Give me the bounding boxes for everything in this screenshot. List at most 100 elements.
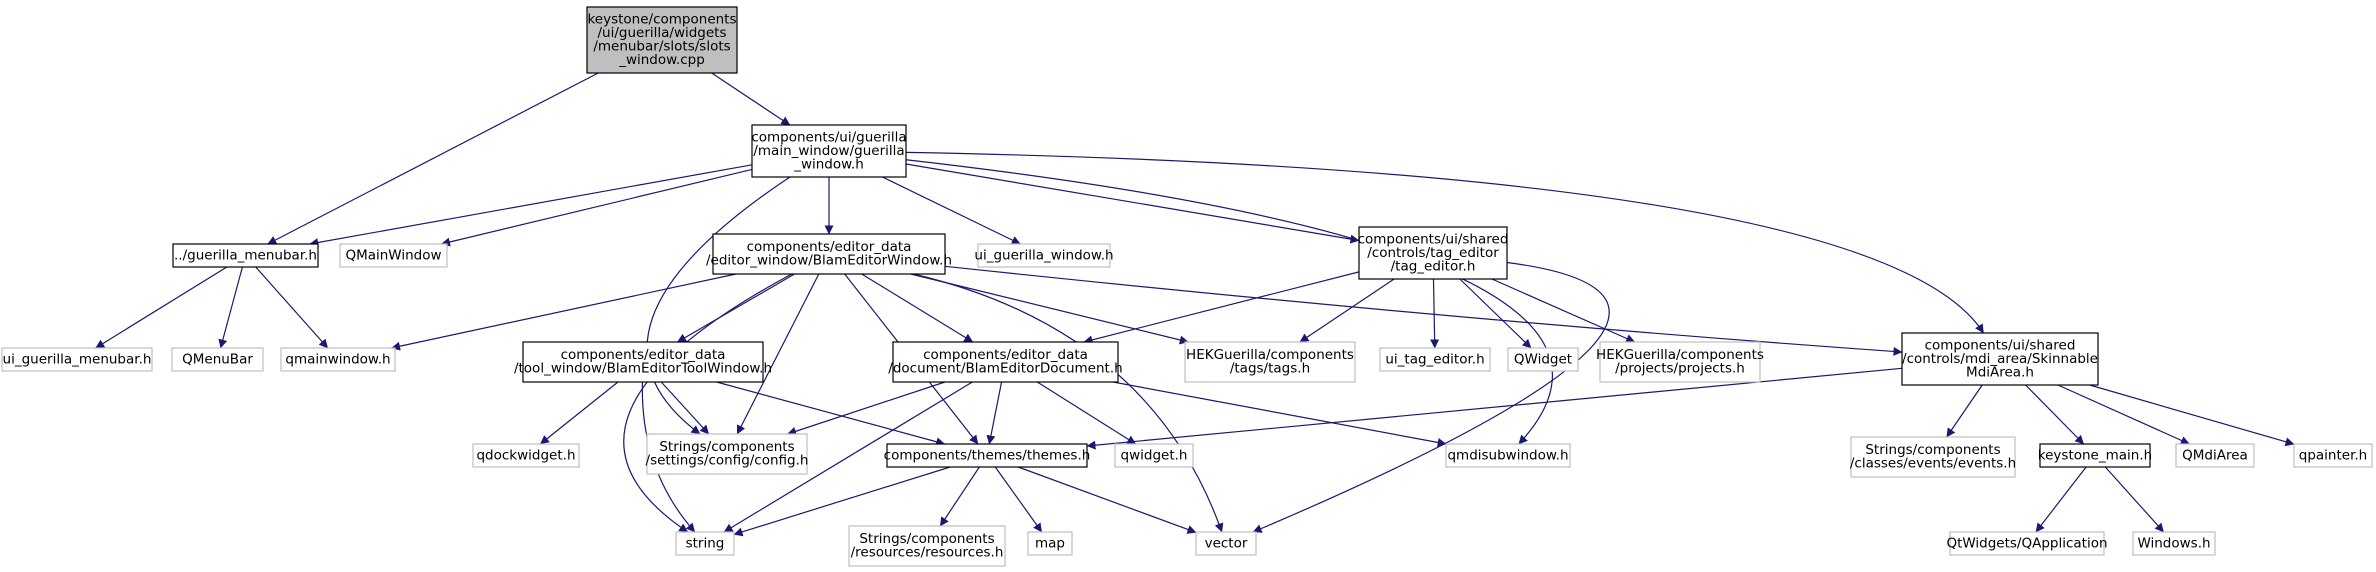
edge-tag_editor_h-to-qwidget xyxy=(1459,278,1532,349)
node-box xyxy=(1027,531,1073,556)
node-label-line: components/editor_data xyxy=(923,347,1088,363)
node-guerilla-menubar-h[interactable]: ../guerilla_menubar.h xyxy=(172,243,319,268)
node-label-line: components/editor_data xyxy=(561,347,726,363)
edge-blam_editor_window_h-to-qmainwindow_h xyxy=(391,273,737,351)
node-label-line: keystone_main.h xyxy=(2038,447,2152,463)
node-box xyxy=(171,347,264,372)
node-label-line: QtWidgets/QApplication xyxy=(1946,535,2107,551)
node-blam-editor-document-h[interactable]: components/editor_data/document/BlamEdit… xyxy=(888,341,1123,383)
edge-guerilla_window_h-to-guerilla_menubar_h xyxy=(309,164,753,247)
node-box xyxy=(675,531,735,556)
node-label-line: qmainwindow.h xyxy=(285,351,390,367)
node-label-line: /menubar/slots/slots xyxy=(593,39,730,55)
edge-root-to-guerilla_menubar_h xyxy=(267,72,599,245)
node-label-line: /classes/events/events.h xyxy=(1850,456,2016,472)
node-blam-editor-tool-window-h[interactable]: components/editor_data/tool_window/BlamE… xyxy=(514,341,772,383)
edge-blam_editor_document_h-to-string xyxy=(723,381,973,533)
node-label-line: QWidget xyxy=(1514,351,1572,367)
node-hek-tags-h: HEKGuerilla/components/tags/tags.h xyxy=(1184,341,1356,383)
node-box xyxy=(892,341,1119,383)
node-tag-editor-h[interactable]: components/ui/shared/controls/tag_editor… xyxy=(1358,226,1509,280)
node-box xyxy=(2039,443,2151,468)
node-qpainter-h: qpainter.h xyxy=(2293,443,2373,468)
node-label-line: components/ui/shared xyxy=(1925,337,2076,353)
node-label-line: /tag_editor.h xyxy=(1391,258,1476,274)
node-box xyxy=(1184,341,1356,383)
node-hek-projects-h: HEKGuerilla/components/projects/projects… xyxy=(1596,341,1764,383)
edge-tag_editor_h-to-vector xyxy=(1252,261,1610,533)
node-label-line: /tool_window/BlamEditorToolWindow.h xyxy=(514,361,772,377)
node-box xyxy=(2293,443,2373,468)
node-box xyxy=(339,243,448,268)
node-box xyxy=(1358,226,1508,280)
node-windows-h: Windows.h xyxy=(2132,531,2216,556)
node-label-line: /projects/projects.h xyxy=(1615,361,1745,377)
node-qwidget: QWidget xyxy=(1507,347,1579,372)
edge-skinnable_mdi_area_h-to-qmdiarea xyxy=(2057,384,2190,445)
node-qmdisubwindow-h: qmdisubwindow.h xyxy=(1445,443,1571,468)
node-box xyxy=(2175,443,2255,468)
node-label-line: components/editor_data xyxy=(747,239,912,255)
node-label-line: components/themes/themes.h xyxy=(884,447,1091,463)
edge-blam_editor_document_h-to-themes_h xyxy=(986,381,1003,445)
node-label-line: /resources/resources.h xyxy=(851,545,1004,561)
node-box xyxy=(848,525,1006,567)
node-root[interactable]: keystone/components/ui/guerilla/widgets/… xyxy=(586,6,738,74)
node-label-line: HEKGuerilla/components xyxy=(1596,347,1764,363)
node-label-line: /controls/mdi_area/Skinnable xyxy=(1902,351,2098,367)
node-ui-guerilla-window-h: ui_guerilla_window.h xyxy=(974,243,1114,268)
node-label-line: _window.h xyxy=(793,156,864,172)
node-box xyxy=(712,233,946,275)
edge-guerilla_menubar_h-to-ui_guerilla_menubar_h xyxy=(95,266,228,349)
node-label-line: ../guerilla_menubar.h xyxy=(174,247,317,263)
node-box xyxy=(1114,443,1194,468)
node-qapplication: QtWidgets/QApplication xyxy=(1946,531,2108,556)
node-label-line: MdiArea.h xyxy=(1966,364,2034,380)
node-box xyxy=(1901,332,2099,386)
node-label-line: _window.cpp xyxy=(618,52,705,68)
node-label-line: Strings/components xyxy=(859,531,994,547)
edge-guerilla_window_h-to-tag_editor_h xyxy=(905,163,1360,244)
node-box xyxy=(646,433,808,475)
node-label-line: qwidget.h xyxy=(1121,447,1188,463)
node-label-line: map xyxy=(1035,535,1065,551)
node-box xyxy=(1195,531,1257,556)
edge-blam_editor_window_h-to-skinnable_mdi_area_h xyxy=(944,265,1903,356)
node-config-h: Strings/components/settings/config/confi… xyxy=(646,433,808,475)
node-box xyxy=(751,124,907,178)
node-label-line: components/ui/guerilla xyxy=(751,129,906,145)
node-qmenubar: QMenuBar xyxy=(171,347,264,372)
node-label-line: /editor_window/BlamEditorWindow.h xyxy=(706,253,952,269)
node-box xyxy=(1850,436,2016,478)
node-box xyxy=(2132,531,2216,556)
edge-tag_editor_h-to-hek_tags_h xyxy=(1299,278,1395,343)
node-label-line: ui_guerilla_menubar.h xyxy=(3,351,152,367)
node-box xyxy=(1379,347,1491,372)
node-label-line: vector xyxy=(1205,535,1248,551)
node-guerilla-window-h[interactable]: components/ui/guerilla/main_window/gueri… xyxy=(751,124,907,178)
node-box xyxy=(472,443,580,468)
node-skinnable-mdi-area-h[interactable]: components/ui/shared/controls/mdi_area/S… xyxy=(1901,332,2099,386)
node-label-line: qmdisubwindow.h xyxy=(1447,447,1568,463)
node-label-line: /main_window/guerilla xyxy=(753,143,904,159)
nodes-layer: keystone/components/ui/guerilla/widgets/… xyxy=(1,6,2373,567)
node-box xyxy=(522,341,764,383)
edge-tag_editor_h-to-hek_projects_h xyxy=(1491,278,1636,343)
edge-blam_editor_window_h-to-string xyxy=(623,273,793,533)
node-label-line: string xyxy=(686,535,725,551)
node-keystone-main-h[interactable]: keystone_main.h xyxy=(2038,443,2152,468)
edge-skinnable_mdi_area_h-to-keystone_main_h xyxy=(2025,384,2085,445)
edge-guerilla_window_h-to-config_h xyxy=(646,176,791,435)
node-qdockwidget-h: qdockwidget.h xyxy=(472,443,580,468)
node-qwidget-h: qwidget.h xyxy=(1114,443,1194,468)
node-label-line: /ui/guerilla/widgets xyxy=(597,25,726,41)
node-themes-h[interactable]: components/themes/themes.h xyxy=(884,443,1091,468)
node-box xyxy=(1507,347,1579,372)
node-blam-editor-window-h[interactable]: components/editor_data/editor_window/Bla… xyxy=(706,233,952,275)
node-box xyxy=(280,347,396,372)
edge-tag_editor_h-to-blam_editor_document_h xyxy=(1083,271,1360,345)
node-qmdiarea: QMdiArea xyxy=(2175,443,2255,468)
node-label-line: QMenuBar xyxy=(182,351,253,367)
node-box xyxy=(172,243,319,268)
